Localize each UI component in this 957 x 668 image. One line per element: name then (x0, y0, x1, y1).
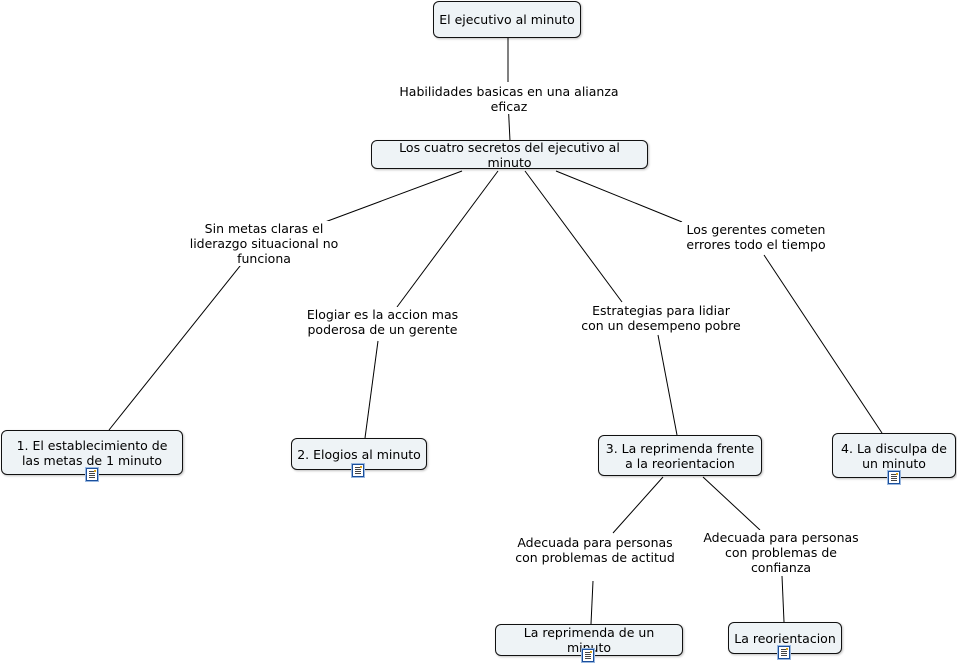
edge-n3-l5 (612, 476, 664, 534)
edge-n3-l6 (702, 476, 761, 531)
document-icon[interactable] (778, 646, 790, 659)
edge-l5-n5 (590, 580, 594, 625)
link-label: Adecuada para personas con problemas de … (701, 530, 861, 575)
edge-l3-n3 (657, 334, 678, 436)
concept-root[interactable]: El ejecutivo al minuto (433, 1, 581, 38)
link-label: Elogiar es la accion mas poderosa de un … (303, 307, 462, 337)
document-icon[interactable] (582, 649, 594, 662)
concept-label: 3. La reprimenda frente a la reorientaci… (605, 440, 755, 471)
edge-secrets-l2 (396, 170, 499, 308)
link-label: Estrategias para lidiar con un desempeno… (578, 303, 744, 333)
concept-goal-setting[interactable]: 1. El establecimiento de las metas de 1 … (1, 430, 183, 475)
concept-label: La reprimenda de un minuto (523, 625, 655, 655)
edge-secrets-l4 (555, 170, 683, 223)
link-label: Los gerentes cometen errores todo el tie… (681, 222, 831, 252)
concept-label: El ejecutivo al minuto (439, 12, 575, 27)
link-label: Habilidades basicas en una alianza efica… (381, 84, 637, 114)
concept-label: Los cuatro secretos del ejecutivo al min… (399, 139, 620, 170)
concept-label: La reorientacion (734, 630, 836, 646)
concept-label: 1. El establecimiento de las metas de 1 … (16, 437, 168, 468)
edge-l4-n4 (763, 254, 883, 434)
concept-praise[interactable]: 2. Elogios al minuto (291, 438, 427, 470)
link-label: Adecuada para personas con problemas de … (513, 535, 677, 565)
document-icon[interactable] (352, 464, 364, 477)
concept-apology[interactable]: 4. La disculpa de un minuto (832, 433, 956, 478)
concept-four-secrets[interactable]: Los cuatro secretos del ejecutivo al min… (371, 139, 648, 170)
link-label: Sin metas claras el liderazgo situaciona… (172, 221, 356, 266)
document-icon[interactable] (86, 468, 98, 481)
concept-reprimand-vs-redirect[interactable]: 3. La reprimenda frente a la reorientaci… (598, 435, 762, 476)
edge-l6-n6 (781, 575, 785, 623)
concept-label: 4. La disculpa de un minuto (841, 440, 947, 471)
document-icon[interactable] (888, 471, 900, 484)
edge-l1-n1 (108, 250, 253, 431)
edge-secrets-l3 (524, 170, 623, 303)
edge-l2-n2 (364, 340, 379, 439)
concept-label: 2. Elogios al minuto (297, 446, 421, 462)
edge-secrets-l1 (324, 170, 463, 223)
